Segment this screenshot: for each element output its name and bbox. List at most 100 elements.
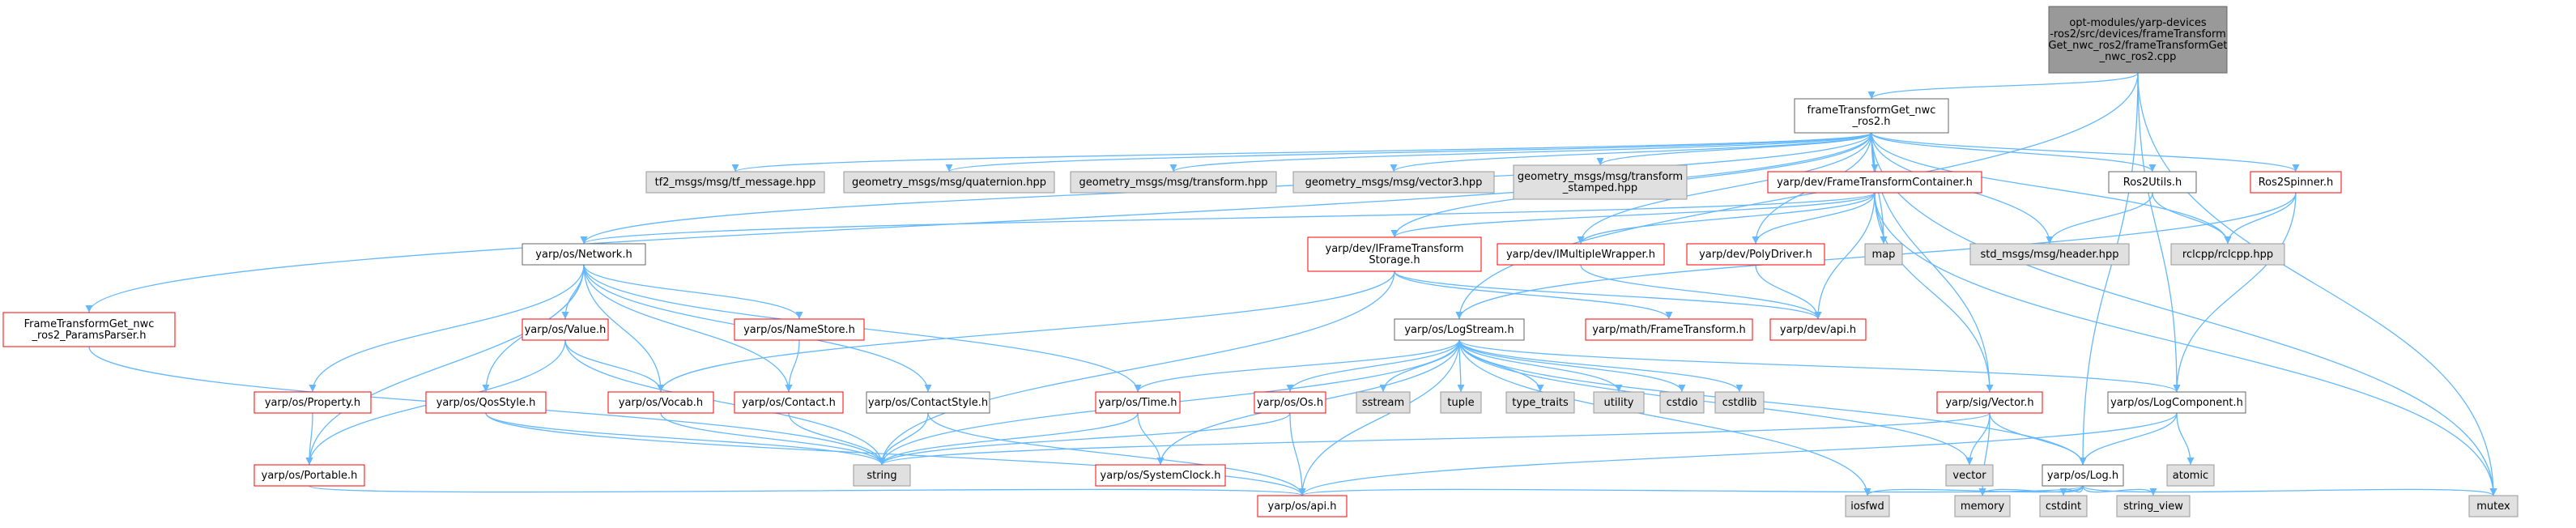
node-root[interactable]: opt-modules/yarp-devices-ros2/src/device…: [2048, 6, 2228, 74]
nodes-layer: opt-modules/yarp-devices-ros2/src/device…: [2, 6, 2519, 517]
edge-logstream-to-log: [1458, 339, 2087, 466]
node-label: _ros2.h: [1852, 116, 1891, 128]
node-mutex: mutex: [2468, 495, 2519, 517]
node-log[interactable]: yarp/os/Log.h: [2042, 464, 2124, 487]
edge-qosstyle-to-osapi: [485, 412, 1306, 496]
edge-ftg_h-to-mutex: [1871, 132, 2497, 496]
node-logcomponent[interactable]: yarp/os/LogComponent.h: [2107, 391, 2246, 414]
node-label: yarp/os/Portable.h: [262, 470, 358, 482]
node-qosstyle[interactable]: yarp/os/QosStyle.h: [425, 391, 547, 414]
edge-logstream-to-osapi: [1298, 339, 1460, 496]
edge-logstream-to-time: [1134, 339, 1460, 393]
node-label: tf2_msgs/msg/tf_message.hpp: [655, 177, 816, 189]
edge-logstream-to-os: [1286, 339, 1460, 393]
edge-os-to-string: [878, 412, 1291, 466]
node-box: [1936, 391, 2043, 414]
node-ftcont[interactable]: yarp/dev/FrameTransformContainer.h: [1767, 171, 1982, 194]
node-label: rclcpp/rclcpp.hpp: [2182, 249, 2273, 261]
edge-polydriver-to-devapi: [1755, 264, 1822, 320]
node-label: memory: [1961, 500, 2005, 513]
node-label: sstream: [1362, 397, 1404, 409]
node-box: [1497, 243, 1665, 266]
node-osapi[interactable]: yarp/os/api.h: [1257, 495, 1348, 517]
node-label: yarp/os/api.h: [1268, 500, 1337, 513]
node-contact[interactable]: yarp/os/Contact.h: [734, 391, 844, 414]
node-ftg_h[interactable]: frameTransformGet_nwc_ros2.h: [1794, 98, 1949, 134]
node-box: [607, 391, 714, 414]
node-box: [2170, 243, 2285, 266]
node-box: [1307, 236, 1482, 272]
node-transform: geometry_msgs/msg/transform.hpp: [1070, 171, 1277, 194]
edge-ftcont-to-sigvector: [1874, 192, 1994, 393]
node-map: map: [1864, 243, 1903, 266]
node-label: yarp/dev/api.h: [1780, 324, 1856, 336]
node-portable[interactable]: yarp/os/Portable.h: [253, 464, 365, 487]
edge-network-to-vocab: [583, 264, 665, 393]
node-label: tuple: [1447, 397, 1474, 409]
node-box: [253, 391, 372, 414]
node-namestore[interactable]: yarp/os/NameStore.h: [734, 318, 865, 341]
edge-network-to-value: [561, 264, 585, 320]
node-contactstyle[interactable]: yarp/os/ContactStyle.h: [866, 391, 990, 414]
node-label: std_msgs/msg/header.hpp: [1980, 249, 2118, 261]
node-polydriver[interactable]: yarp/dev/PolyDriver.h: [1686, 243, 1825, 266]
node-label: Storage.h: [1369, 254, 1420, 266]
node-label: _stamped.hpp: [1562, 182, 1637, 194]
node-label: geometry_msgs/msg/quaternion.hpp: [852, 177, 1046, 189]
node-ros2utils[interactable]: Ros2Utils.h: [2108, 171, 2197, 194]
edge-os-to-osapi: [1289, 412, 1306, 496]
node-box: [1095, 391, 1181, 414]
node-os[interactable]: yarp/os/Os.h: [1254, 391, 1326, 414]
node-label: _ros2_ParamsParser.h: [32, 330, 147, 342]
node-vocab[interactable]: yarp/os/Vocab.h: [607, 391, 714, 414]
edge-root-to-logcomponent: [2137, 72, 2181, 393]
node-box: [1769, 318, 1867, 341]
edge-ftg_h-to-paramsparser: [85, 132, 1872, 313]
node-label: geometry_msgs/msg/vector3.hpp: [1305, 177, 1483, 189]
node-box: [2108, 171, 2197, 194]
node-cstdint: cstdint: [2039, 495, 2088, 517]
node-label: Get_nwc_ros2/frameTransformGet: [2048, 40, 2227, 52]
node-devapi[interactable]: yarp/dev/api.h: [1769, 318, 1867, 341]
node-box: [522, 243, 646, 266]
node-ros2spinner[interactable]: Ros2Spinner.h: [2250, 171, 2342, 194]
node-label: string: [866, 470, 896, 482]
edge-ros2utils-to-stdheader: [2046, 192, 2153, 245]
node-time[interactable]: yarp/os/Time.h: [1095, 391, 1181, 414]
edge-time-to-string: [878, 412, 1139, 466]
node-box: [2116, 495, 2191, 517]
node-network[interactable]: yarp/os/Network.h: [522, 243, 646, 266]
node-logstream[interactable]: yarp/os/LogStream.h: [1394, 318, 1525, 341]
node-label: opt-modules/yarp-devices: [2069, 17, 2207, 29]
edge-network-to-contact: [583, 264, 793, 393]
node-label: yarp/dev/IFrameTransform: [1326, 243, 1464, 255]
node-imultiple[interactable]: yarp/dev/IMultipleWrapper.h: [1497, 243, 1665, 266]
node-sigvector[interactable]: yarp/sig/Vector.h: [1936, 391, 2043, 414]
node-label: cstdlib: [1722, 397, 1757, 409]
node-label: yarp/os/LogStream.h: [1404, 324, 1514, 336]
node-label: yarp/sig/Vector.h: [1945, 397, 2033, 409]
node-label: yarp/os/Log.h: [2047, 470, 2118, 482]
node-vector: vector: [1945, 464, 1994, 487]
node-paramsparser[interactable]: FrameTransformGet_nwc_ros2_ParamsParser.…: [2, 312, 176, 347]
node-value[interactable]: yarp/os/Value.h: [522, 318, 609, 341]
node-box: [522, 318, 609, 341]
node-utility: utility: [1593, 391, 1645, 414]
node-label: frameTransformGet_nwc: [1807, 104, 1936, 117]
node-mathft[interactable]: yarp/math/FrameTransform.h: [1585, 318, 1753, 341]
edge-network-to-portable: [305, 264, 585, 466]
node-box: [1513, 164, 1688, 200]
node-box: [866, 391, 990, 414]
edge-ftcont-to-network: [580, 192, 1876, 245]
node-box: [1585, 318, 1753, 341]
edge-ftcont-to-mutex: [1874, 192, 2497, 496]
edge-logstream-to-cstdlib: [1458, 339, 1744, 393]
node-property[interactable]: yarp/os/Property.h: [253, 391, 372, 414]
node-systemclock[interactable]: yarp/os/SystemClock.h: [1095, 464, 1226, 487]
node-box: [1505, 391, 1575, 414]
node-label: FrameTransformGet_nwc: [24, 318, 155, 330]
node-label: string_view: [2123, 500, 2183, 513]
node-label: cstdio: [1667, 397, 1698, 409]
